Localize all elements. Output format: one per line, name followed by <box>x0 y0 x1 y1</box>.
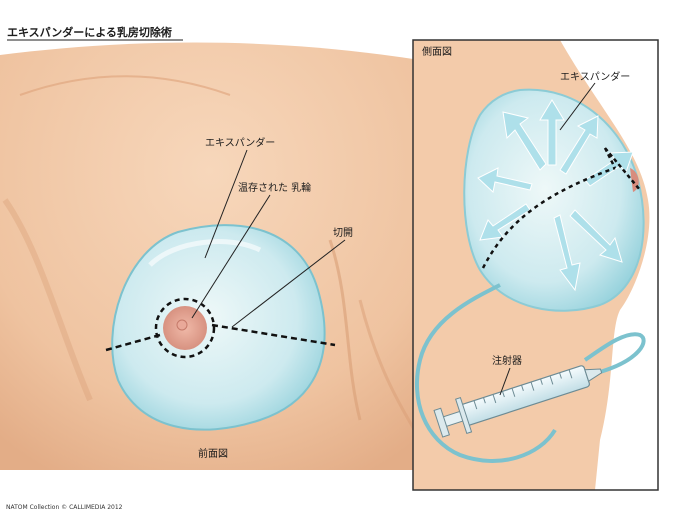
leader-expander-side <box>559 82 596 131</box>
chest-contour <box>328 239 362 421</box>
arrow-down <box>553 214 581 292</box>
fill-tube <box>415 283 557 463</box>
syringe-plunger-head <box>433 407 451 438</box>
diagram-title: エキスパンダーによる乳房切除術 <box>7 25 172 39</box>
label-expander-front: エキスパンダー <box>205 136 275 149</box>
leader-areola <box>191 194 271 319</box>
label-expander-side: エキスパンダー <box>560 70 630 83</box>
syringe-tip <box>584 368 603 382</box>
syringe <box>433 365 603 438</box>
expander-front <box>111 224 326 431</box>
shoulder-shadow <box>19 75 231 96</box>
front-view <box>0 42 422 470</box>
armpit-shadow <box>2 198 93 402</box>
side-view-frame <box>412 39 659 491</box>
label-syringe: 注射器 <box>492 354 522 367</box>
side-dashed-curve <box>481 166 616 269</box>
side-areola-dashed <box>603 147 641 191</box>
arrow-up-right <box>559 115 599 175</box>
caption-side-view: 側面図 <box>422 45 452 58</box>
arrow-down-left <box>479 203 531 241</box>
caption-front-view: 前面図 <box>198 447 228 460</box>
syringe-graduations <box>473 369 573 410</box>
label-preserved-areola: 温存された 乳輪 <box>238 181 311 194</box>
syringe-tube <box>583 332 646 374</box>
arrow-left <box>477 167 533 193</box>
expander-front-highlight <box>148 239 262 267</box>
nipple <box>176 319 188 331</box>
syringe-flange <box>455 397 473 435</box>
areola-dashed-circle <box>154 297 216 359</box>
credit-line: NATOM Collection © CALLIMEDIA 2012 <box>6 504 123 511</box>
side-view <box>412 39 659 491</box>
expander-side <box>463 88 645 312</box>
arrow-down-right <box>569 209 623 263</box>
arrow-up <box>539 99 565 166</box>
label-incision: 切開 <box>333 227 353 239</box>
incision-line-right <box>211 323 336 347</box>
leader-expander-front <box>204 149 248 259</box>
arrow-up-left <box>502 111 547 171</box>
leader-incision <box>231 239 346 328</box>
leader-syringe <box>499 367 511 396</box>
